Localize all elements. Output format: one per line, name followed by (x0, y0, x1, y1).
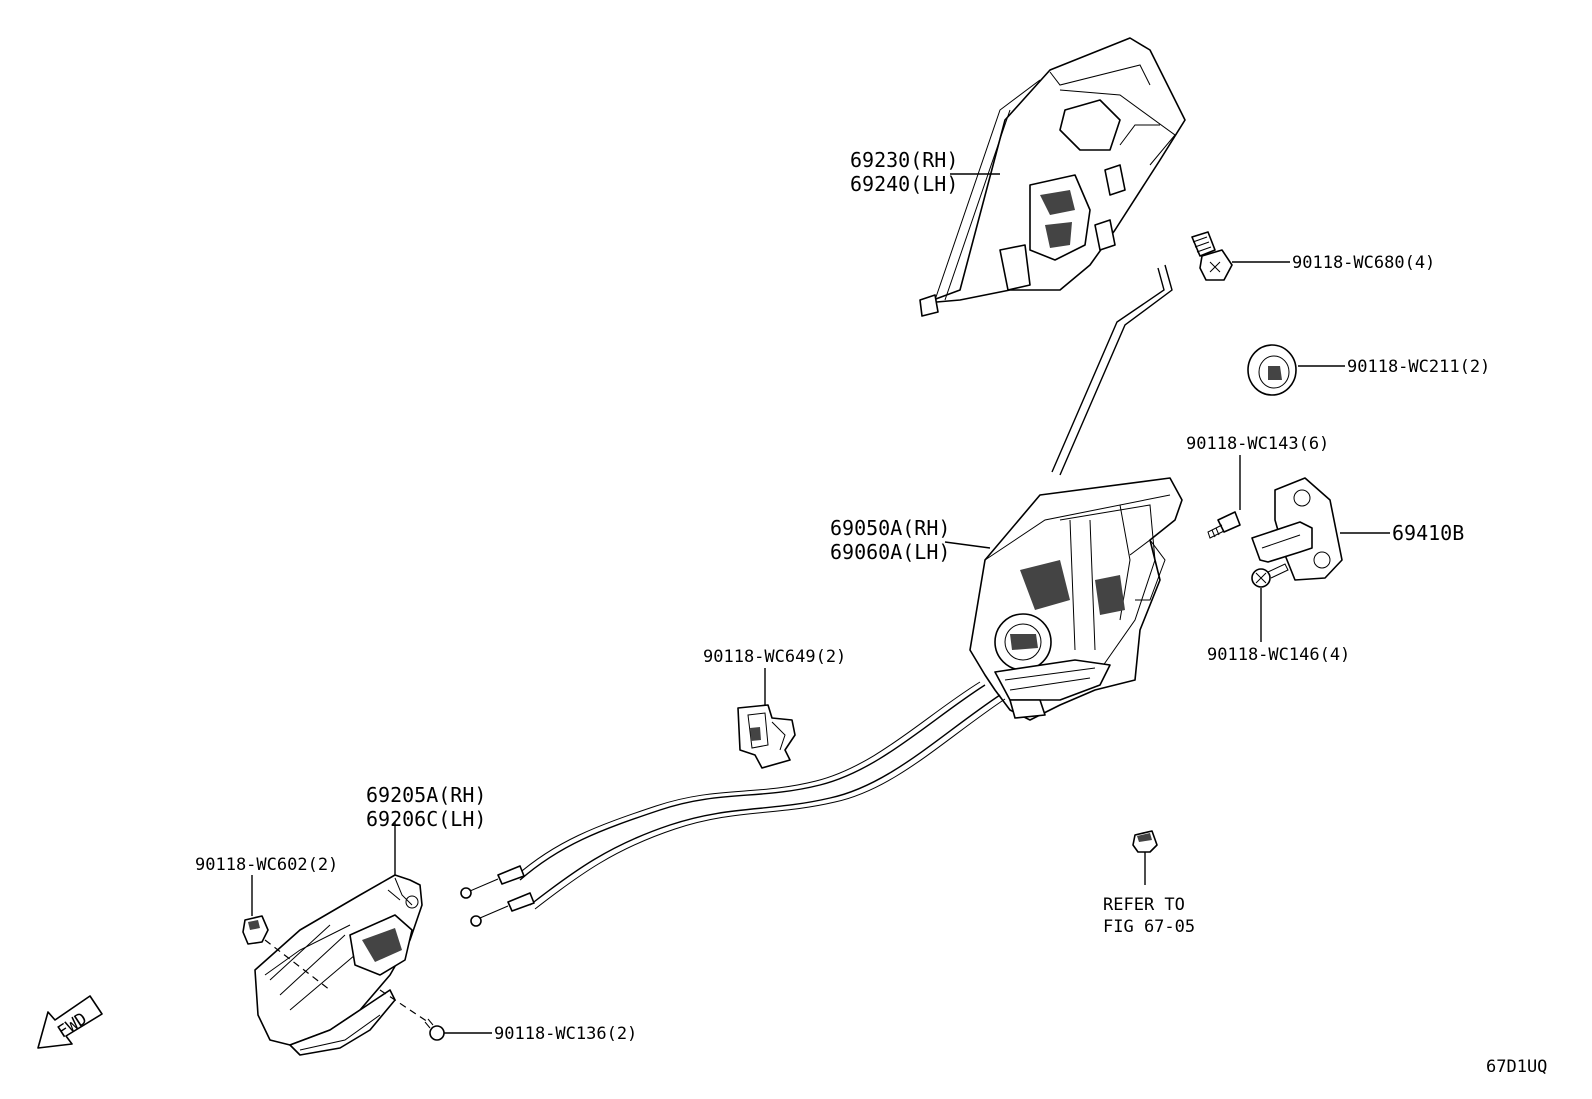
outer-handle-lh-label: 69240(LH) (850, 172, 958, 196)
screw-wc146 (1251, 563, 1289, 588)
bolt-wc680 (1191, 231, 1233, 281)
clip-wc602 (242, 915, 269, 945)
clip-wc649-label: 90118-WC649(2) (703, 647, 846, 667)
lock-lh-label: 69060A(LH) (830, 540, 950, 564)
screw-wc143-label: 90118-WC143(6) (1186, 434, 1329, 454)
bolt-wc680-label: 90118-WC680(4) (1292, 253, 1435, 273)
screw-wc136-label: 90118-WC136(2) (494, 1024, 637, 1044)
figure-code: 67D1UQ (1486, 1057, 1547, 1077)
refer-line1: REFER TO (1103, 895, 1185, 915)
lock-rh-label: 69050A(RH) (830, 516, 950, 540)
fwd-arrow-icon: FWD (37, 995, 103, 1049)
refer-line2: FIG 67-05 (1103, 917, 1195, 937)
screw-wc146-label: 90118-WC146(4) (1207, 645, 1350, 665)
outer-handle-frame (919, 37, 1186, 317)
striker-label: 69410B (1392, 521, 1464, 545)
outer-handle-rh-label: 69230(RH) (850, 148, 958, 172)
screw-wc136 (424, 1018, 445, 1041)
control-cables (460, 681, 1006, 927)
door-lock-assembly (969, 477, 1183, 721)
clip-wc649 (737, 704, 796, 769)
grommet-wc211-label: 90118-WC211(2) (1347, 357, 1490, 377)
refer-part (1132, 830, 1158, 853)
screw-wc143 (1207, 511, 1241, 539)
link-rod (1059, 264, 1173, 476)
striker-69410b (1251, 477, 1343, 581)
grommet-wc211 (1247, 344, 1297, 396)
inner-handle-assembly (254, 874, 423, 1056)
inner-handle-rh-label: 69205A(RH) (366, 783, 486, 807)
clip-wc602-label: 90118-WC602(2) (195, 855, 338, 875)
inner-handle-lh-label: 69206C(LH) (366, 807, 486, 831)
